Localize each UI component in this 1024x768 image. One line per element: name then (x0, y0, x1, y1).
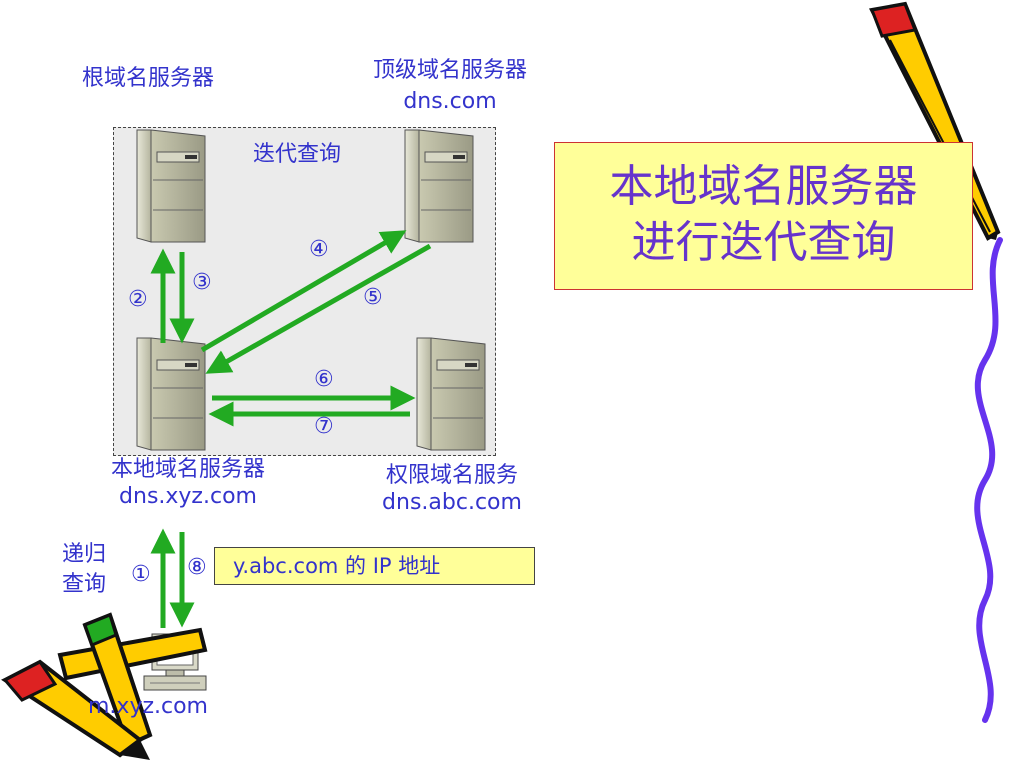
top-server-label: 顶级域名服务器 (372, 58, 527, 83)
recursive-label-line1: 递归 (62, 542, 107, 567)
local-domain-label: dns.xyz.com (119, 484, 257, 509)
arrow-step-5 (205, 243, 432, 374)
iterative-query-label: 迭代查询 (253, 142, 342, 167)
step-7-label: ⑦ (314, 414, 334, 439)
slide-title-box: 本地域名服务器 进行迭代查询 (554, 142, 973, 290)
auth-domain-label: dns.abc.com (382, 490, 522, 515)
local-server-label: 本地域名服务器 (110, 457, 265, 482)
step-5-label: ⑤ (363, 285, 383, 310)
step-8-label: ⑧ (187, 555, 207, 580)
local-server-icon (136, 337, 206, 451)
pencil-bottom-left-icon (1, 612, 208, 760)
host-domain-label: m.xyz.com (88, 694, 208, 719)
ip-answer-box: y.abc.com 的 IP 地址 (214, 547, 535, 585)
step-2-label: ② (128, 287, 148, 312)
slide-title-line1: 本地域名服务器 (609, 161, 918, 212)
top-domain-label: dns.com (403, 89, 497, 114)
wavy-line-decoration (974, 237, 1003, 723)
step-6-label: ⑥ (314, 367, 334, 392)
root-server-icon (136, 129, 206, 243)
recursive-label-line2: 查询 (62, 572, 107, 597)
root-server-label: 根域名服务器 (82, 66, 215, 91)
arrow-step-4 (200, 230, 407, 353)
step-3-label: ③ (192, 270, 212, 295)
slide-title-line2: 进行迭代查询 (631, 217, 896, 268)
step-1-label: ① (131, 562, 151, 587)
step-4-label: ④ (309, 237, 329, 262)
auth-server-icon (416, 337, 486, 451)
top-server-icon (404, 129, 474, 243)
auth-server-label: 权限域名服务 (385, 463, 518, 488)
